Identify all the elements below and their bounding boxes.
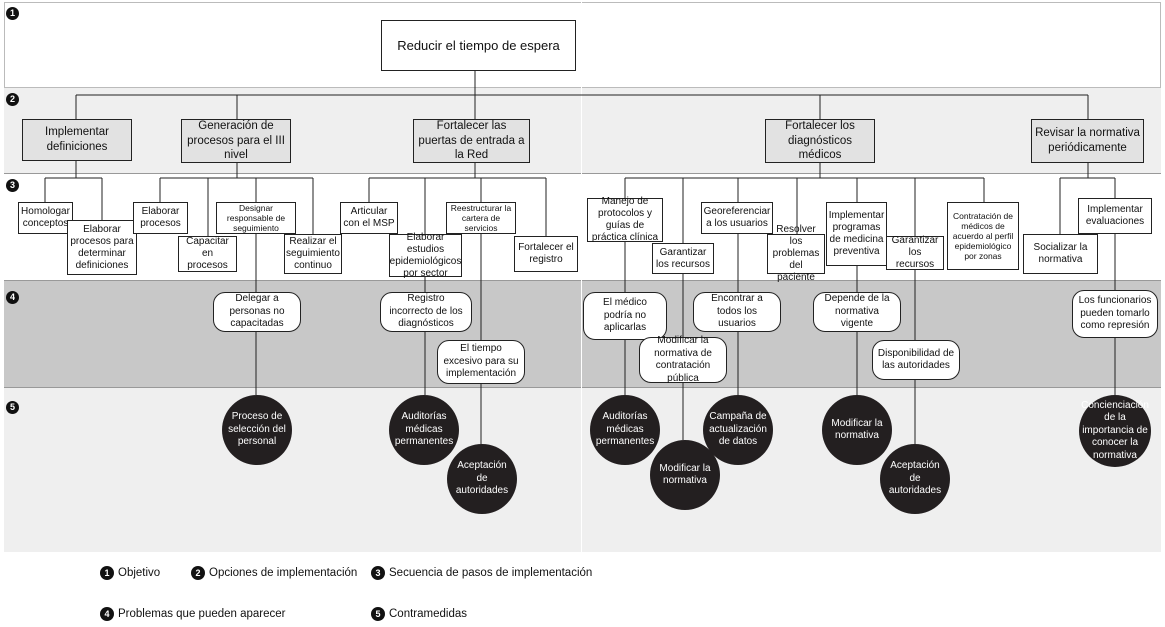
problem-funcionarios-represion: Los funcionarios pueden tomarlo como rep…: [1072, 290, 1158, 338]
legend-number-5: 5: [371, 607, 385, 621]
legend-item-2: 2 Opciones de implementación: [191, 566, 357, 580]
problem-delegar-personas: Delegar a personas no capacitadas: [213, 292, 301, 332]
step-elaborar-estudios: Elaborar estudios epidemiológicos por se…: [389, 231, 462, 279]
step-homologar-conceptos: Homologar conceptos: [18, 202, 73, 234]
step-contratacion-medicos: Contratación de médicos de acuerdo al pe…: [947, 202, 1019, 270]
countermeasure-aceptacion-autoridades-1: Aceptación de autoridades: [447, 444, 517, 514]
step-implementar-programas: Implementar programas de medicina preven…: [826, 202, 887, 266]
legend-item-1: 1 Objetivo: [100, 566, 160, 580]
legend-number-2: 2: [191, 566, 205, 580]
step-manejo-protocolos: Manejo de protocolos y guías de práctica…: [587, 196, 663, 243]
step-fortalecer-registro: Fortalecer el registro: [514, 236, 578, 272]
step-garantizar-recursos-1: Garantizar los recursos: [652, 243, 714, 274]
countermeasure-auditorias-1: Auditorías médicas permanentes: [389, 395, 459, 465]
countermeasure-modificar-normativa-2: Modificar la normativa: [822, 395, 892, 465]
option-implementar-definiciones: Implementar definiciones: [22, 119, 132, 161]
step-garantizar-recursos-2: Garantizar los recursos: [886, 235, 944, 270]
legend-item-4: 4 Problemas que pueden aparecer: [100, 607, 286, 621]
legend-label-3: Secuencia de pasos de implementación: [389, 567, 593, 579]
problem-registro-incorrecto: Registro incorrecto de los diagnósticos: [380, 292, 472, 332]
band-number-2: 2: [6, 93, 19, 106]
legend-number-4: 4: [100, 607, 114, 621]
step-articular-msp: Articular con el MSP: [340, 202, 398, 234]
band-objective: [4, 2, 1161, 88]
step-resolver-problemas: Resolver los problemas del paciente: [767, 224, 825, 283]
legend-label-5: Contramedidas: [389, 608, 467, 620]
legend-label-4: Problemas que pueden aparecer: [118, 608, 286, 620]
countermeasure-modificar-normativa-1: Modificar la normativa: [650, 440, 720, 510]
step-elaborar-procesos: Elaborar procesos: [133, 202, 188, 234]
legend-number-1: 1: [100, 566, 114, 580]
band-number-3: 3: [6, 179, 19, 192]
legend-item-5: 5 Contramedidas: [371, 607, 467, 621]
step-capacitar-procesos: Capacitar en procesos: [178, 236, 237, 272]
option-fortalecer-puertas: Fortalecer las puertas de entrada a la R…: [413, 119, 530, 163]
step-elaborar-procesos-definiciones: Elaborar procesos para determinar defini…: [67, 220, 137, 275]
legend-number-3: 3: [371, 566, 385, 580]
option-revisar-normativa: Revisar la normativa periódicamente: [1031, 119, 1144, 163]
legend-item-3: 3 Secuencia de pasos de implementación: [371, 566, 592, 580]
section-divider: [581, 2, 582, 552]
problem-medico-no-aplicarlas: El médico podría no aplicarlas: [583, 292, 667, 340]
step-georeferenciar-usuarios: Georeferenciar a los usuarios: [701, 202, 773, 234]
band-number-1: 1: [6, 7, 19, 20]
option-fortalecer-diagnosticos: Fortalecer los diagnósticos médicos: [765, 119, 875, 163]
step-socializar-normativa: Socializar la normativa: [1023, 234, 1098, 274]
band-problems: [4, 281, 1161, 387]
problem-depende-normativa: Depende de la normativa vigente: [813, 292, 901, 332]
countermeasure-proceso-seleccion: Proceso de selección del personal: [222, 395, 292, 465]
countermeasure-concienciacion: Concienciación de la importancia de cono…: [1079, 395, 1151, 467]
countermeasure-aceptacion-autoridades-2: Aceptación de autoridades: [880, 444, 950, 514]
problem-disponibilidad-autoridades: Disponibilidad de las autoridades: [872, 340, 960, 380]
option-generacion-procesos: Generación de procesos para el III nivel: [181, 119, 291, 163]
problem-modificar-normativa-contratacion: Modificar la normativa de contratación p…: [639, 335, 727, 384]
band-number-5: 5: [6, 401, 19, 414]
step-realizar-seguimiento: Realizar el seguimiento continuo: [284, 234, 342, 274]
problem-tiempo-excesivo: El tiempo excesivo para su implementació…: [437, 340, 525, 384]
problem-encontrar-usuarios: Encontrar a todos los usuarios: [693, 292, 781, 332]
step-reestructurar-cartera: Reestructurar la cartera de servicios: [446, 202, 516, 234]
legend-label-1: Objetivo: [118, 567, 161, 579]
band-number-4: 4: [6, 291, 19, 304]
countermeasure-auditorias-2: Auditorías médicas permanentes: [590, 395, 660, 465]
band-countermeasures: [4, 387, 1161, 552]
step-implementar-evaluaciones: Implementar evaluaciones: [1078, 198, 1152, 234]
step-designar-responsable: Designar responsable de seguimiento: [216, 202, 296, 234]
objective-box: Reducir el tiempo de espera: [381, 20, 576, 71]
countermeasure-campana-actualizacion: Campaña de actualización de datos: [703, 395, 773, 465]
legend-label-2: Opciones de implementación: [209, 567, 358, 579]
